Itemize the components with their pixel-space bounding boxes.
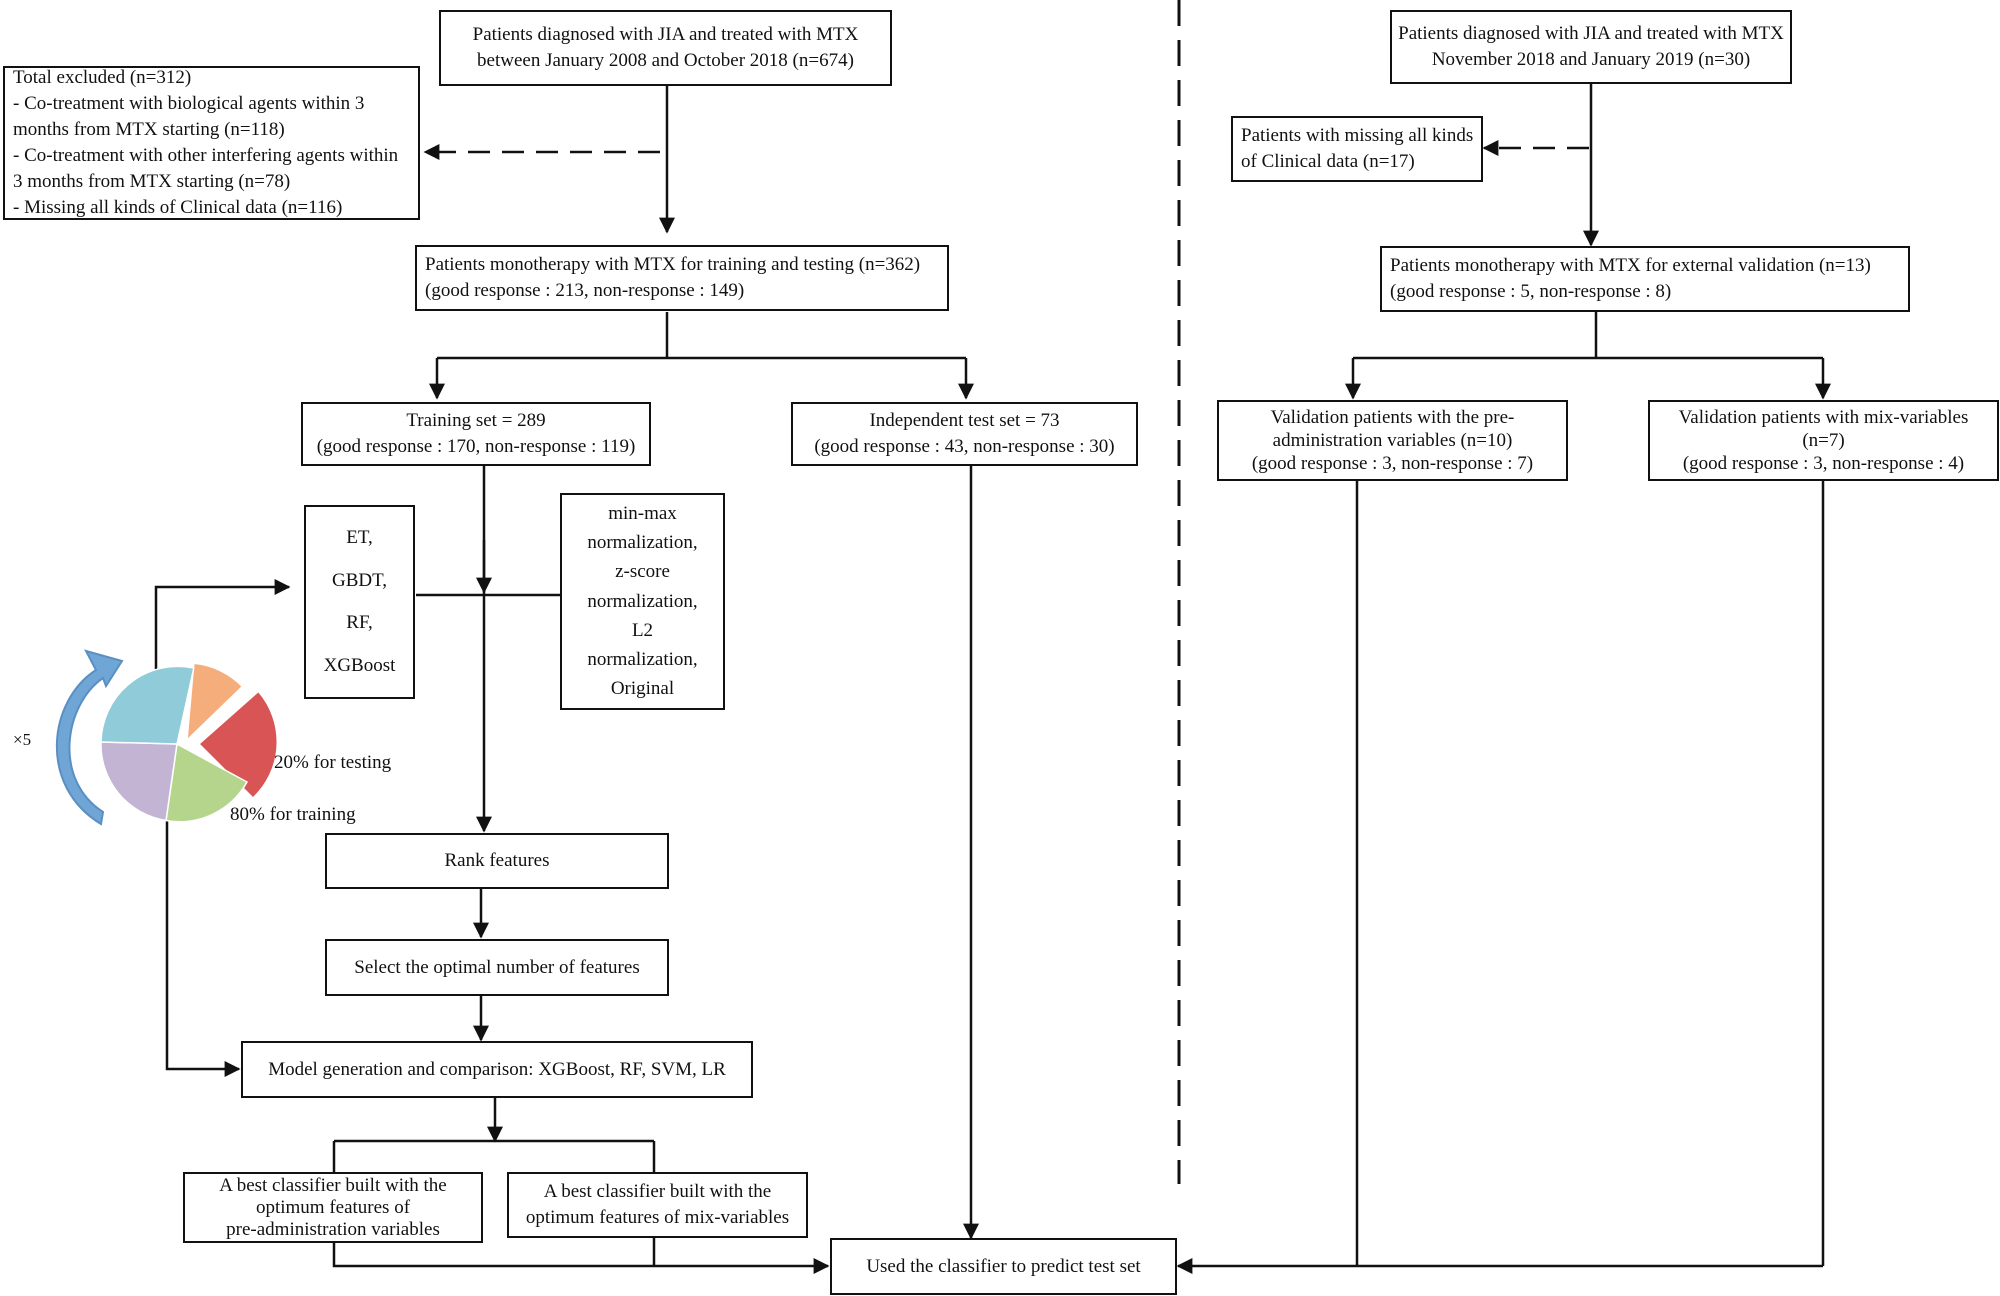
testing-split-label: 20% for testing [274, 752, 392, 773]
arrow-cv-to-model [165, 820, 241, 1077]
missing-data-box: Patients with missing all kinds of Clini… [1231, 116, 1483, 182]
monotherapy-training-testing-box: Patients monotherapy with MTX for traini… [415, 245, 949, 311]
rank-features-box: Rank features [325, 833, 669, 889]
select-features-label: Select the optimal number of features [354, 956, 640, 978]
norm-line-6: normalization, [587, 648, 698, 670]
pie-slice-fold-3 [165, 742, 249, 823]
pie-slice-fold-4 [100, 741, 178, 822]
training-split-label: 80% for training [230, 804, 356, 825]
norm-line-1: min-max [608, 503, 677, 525]
best-mix-line-1: A best classifier built with the [543, 1181, 772, 1202]
external-monotherapy-line-1: Patients monotherapy with MTX for extern… [1390, 255, 1871, 276]
norm-line-2: normalization, [587, 532, 698, 554]
source-cohort-box: Patients diagnosed with JIA and treated … [439, 10, 892, 86]
training-set-line-2: (good response : 170, non-response : 119… [316, 436, 636, 457]
pie-slice-fold-1 [186, 662, 244, 742]
best-pre-line-3: pre-administration variables [226, 1218, 440, 1240]
external-source-line-2: November 2018 and January 2019 (n=30) [1431, 49, 1751, 70]
validation-pre-line-3: (good response : 3, non-response : 7) [1251, 453, 1534, 474]
independent-test-set-box: Independent test set = 73 (good response… [791, 402, 1138, 466]
source-cohort-line-1: Patients diagnosed with JIA and treated … [472, 24, 859, 45]
validation-mix-line-2: (n=7) [1802, 430, 1845, 451]
norm-line-5: L2 [631, 619, 654, 641]
selector-gbdt: GBDT, [331, 569, 388, 591]
normalization-box: min-max normalization, z-score normaliza… [560, 493, 725, 710]
external-source-cohort-box: Patients diagnosed with JIA and treated … [1390, 10, 1792, 84]
arrow-cv-to-selectors [154, 579, 291, 670]
test-set-line-2: (good response : 43, non-response : 30) [814, 436, 1115, 457]
repeat-arrow-icon [55, 649, 124, 826]
excluded-line-1: Total excluded (n=312) [13, 67, 192, 88]
training-set-line-1: Training set = 289 [406, 410, 546, 431]
validation-pre-line-2: administration variables (n=10) [1272, 430, 1513, 451]
repeat-count-label: ×5 [13, 730, 32, 749]
pie-slice-fold-5 [100, 665, 195, 745]
validation-mix-variables-box: Validation patients with mix-variables (… [1648, 400, 1999, 481]
excluded-line-3: months from MTX starting (n=118) [13, 119, 285, 140]
test-set-line-1: Independent test set = 73 [869, 410, 1060, 431]
norm-line-3: z-score [615, 561, 670, 583]
excluded-line-4: - Co-treatment with other interfering ag… [13, 145, 399, 166]
arrow-best-pre-to-predict [332, 1243, 830, 1274]
validation-pre-line-1: Validation patients with the pre- [1270, 407, 1515, 428]
best-pre-line-2: optimum features of [255, 1196, 411, 1218]
excluded-line-5: 3 months from MTX starting (n=78) [13, 171, 291, 192]
external-monotherapy-line-2: (good response : 5, non-response : 8) [1390, 281, 1672, 302]
best-pre-line-1: A best classifier built with the [219, 1174, 447, 1196]
model-generation-label: Model generation and comparison: XGBoost… [268, 1058, 726, 1080]
feature-selector-box: ET, GBDT, RF, XGBoost [304, 505, 415, 699]
excluded-line-2: - Co-treatment with biological agents wi… [13, 93, 365, 114]
missing-data-line-2: of Clinical data (n=17) [1241, 151, 1415, 172]
validation-pre-administration-box: Validation patients with the pre- admini… [1217, 400, 1568, 481]
predict-test-set-box: Used the classifier to predict test set [830, 1238, 1177, 1295]
validation-mix-line-3: (good response : 3, non-response : 4) [1682, 453, 1965, 474]
validation-mix-line-1: Validation patients with mix-variables [1678, 407, 1969, 428]
external-monotherapy-box: Patients monotherapy with MTX for extern… [1380, 246, 1910, 312]
cross-validation-pie [100, 662, 279, 823]
source-cohort-line-2: between January 2008 and October 2018 (n… [477, 50, 854, 71]
training-set-box: Training set = 289 (good response : 170,… [301, 402, 651, 466]
best-classifier-mix-box: A best classifier built with the optimum… [507, 1172, 808, 1238]
excluded-patients-box: Total excluded (n=312) - Co-treatment wi… [3, 66, 420, 220]
selector-rf: RF, [346, 612, 373, 634]
selector-xgboost: XGBoost [323, 654, 396, 676]
external-source-line-1: Patients diagnosed with JIA and treated … [1398, 23, 1784, 44]
selector-et: ET, [346, 527, 373, 549]
monotherapy-line-2: (good response : 213, non-response : 149… [425, 280, 745, 301]
excluded-line-6: - Missing all kinds of Clinical data (n=… [13, 197, 343, 218]
predict-test-set-label: Used the classifier to predict test set [866, 1255, 1141, 1277]
norm-line-4: normalization, [587, 590, 698, 612]
select-features-box: Select the optimal number of features [325, 939, 669, 996]
norm-line-7: Original [610, 677, 675, 699]
best-mix-line-2: optimum features of mix-variables [525, 1207, 790, 1228]
best-classifier-pre-box: A best classifier built with the optimum… [183, 1172, 483, 1243]
model-generation-box: Model generation and comparison: XGBoost… [241, 1041, 753, 1098]
missing-data-line-1: Patients with missing all kinds [1241, 125, 1474, 146]
rank-features-label: Rank features [444, 850, 550, 871]
pie-slice-testing [197, 690, 279, 800]
monotherapy-line-1: Patients monotherapy with MTX for traini… [425, 254, 921, 275]
